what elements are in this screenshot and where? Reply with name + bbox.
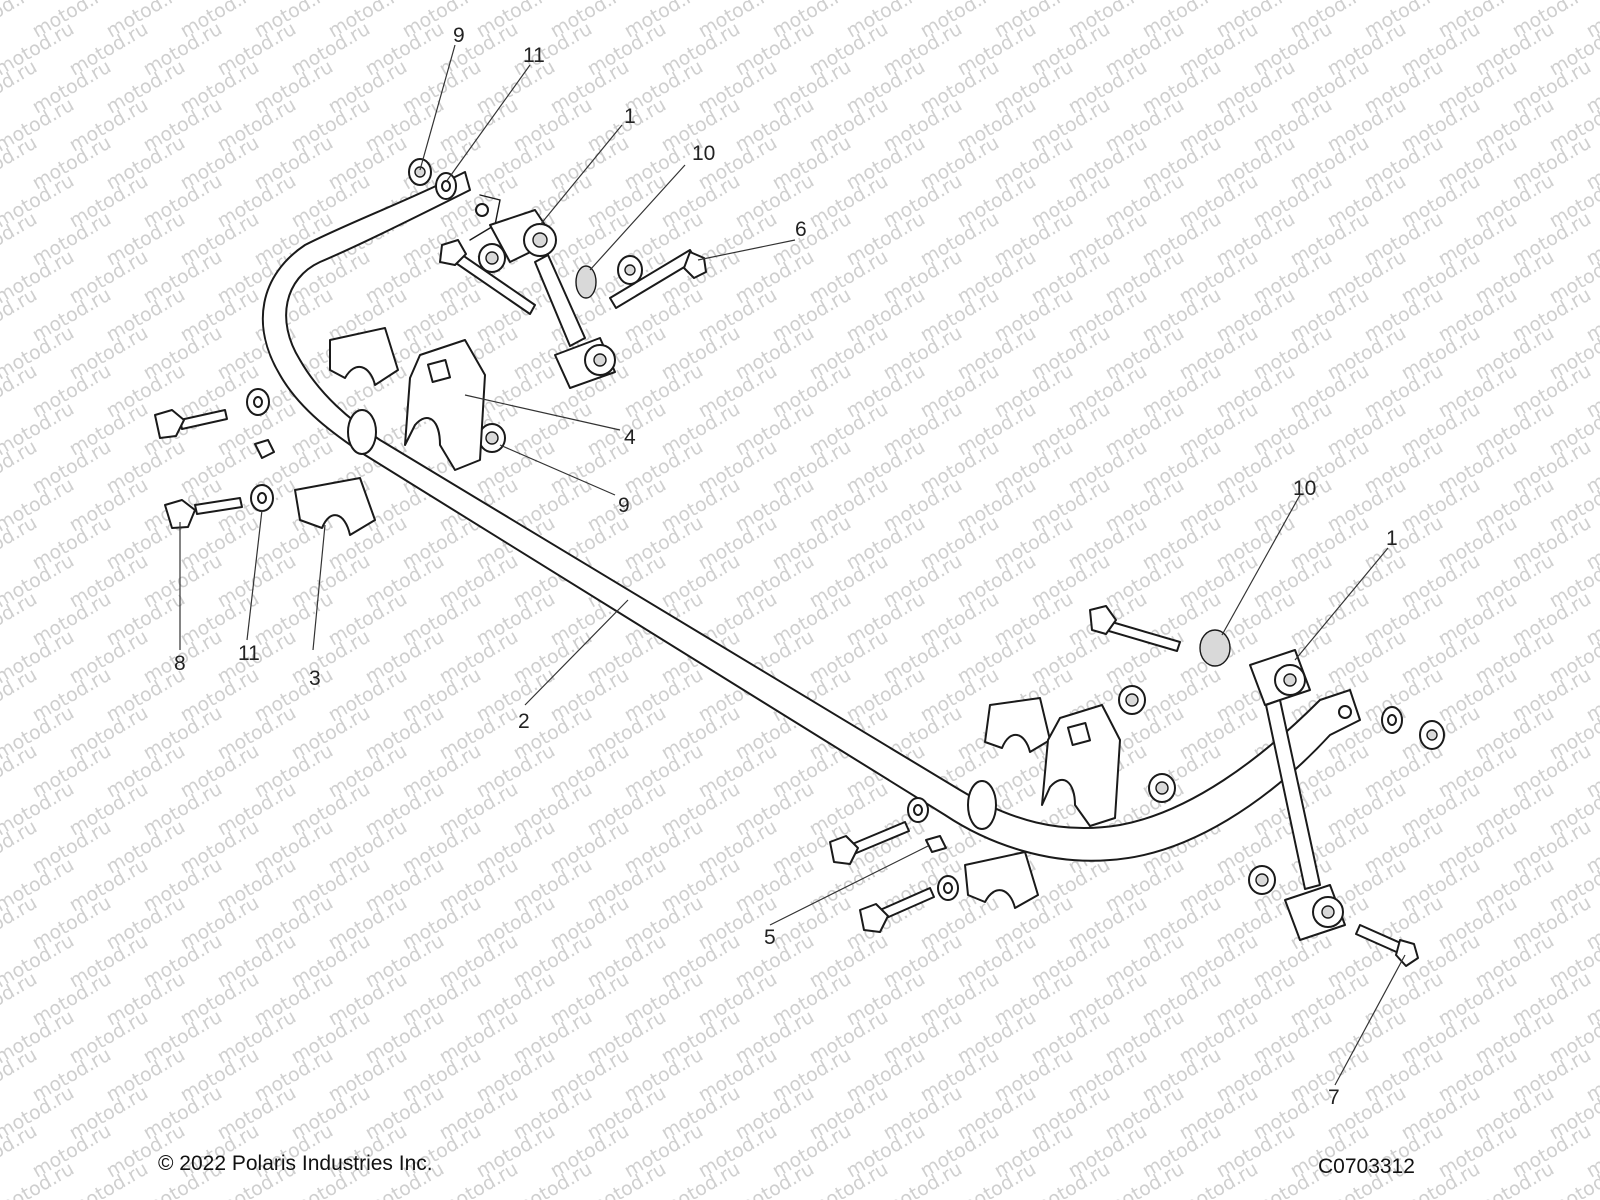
callout-2: 2	[518, 710, 530, 733]
callout-3: 3	[309, 667, 321, 690]
callout-5: 5	[764, 926, 776, 949]
callout-1-lower: 1	[1386, 527, 1398, 550]
callout-8: 8	[174, 652, 186, 675]
callout-10-upper: 10	[692, 142, 715, 165]
callout-6: 6	[795, 218, 807, 241]
callout-1-upper: 1	[624, 105, 636, 128]
callout-9-top: 9	[453, 24, 465, 47]
callout-4: 4	[624, 426, 636, 449]
callout-11-top: 11	[523, 44, 545, 67]
callout-7: 7	[1328, 1086, 1340, 1109]
copyright-notice: © 2022 Polaris Industries Inc.	[158, 1152, 433, 1175]
callout-10-lower: 10	[1293, 477, 1316, 500]
callout-11-lower: 11	[238, 642, 260, 665]
callout-9-middle: 9	[618, 494, 630, 517]
drawing-code: C0703312	[1318, 1155, 1415, 1178]
